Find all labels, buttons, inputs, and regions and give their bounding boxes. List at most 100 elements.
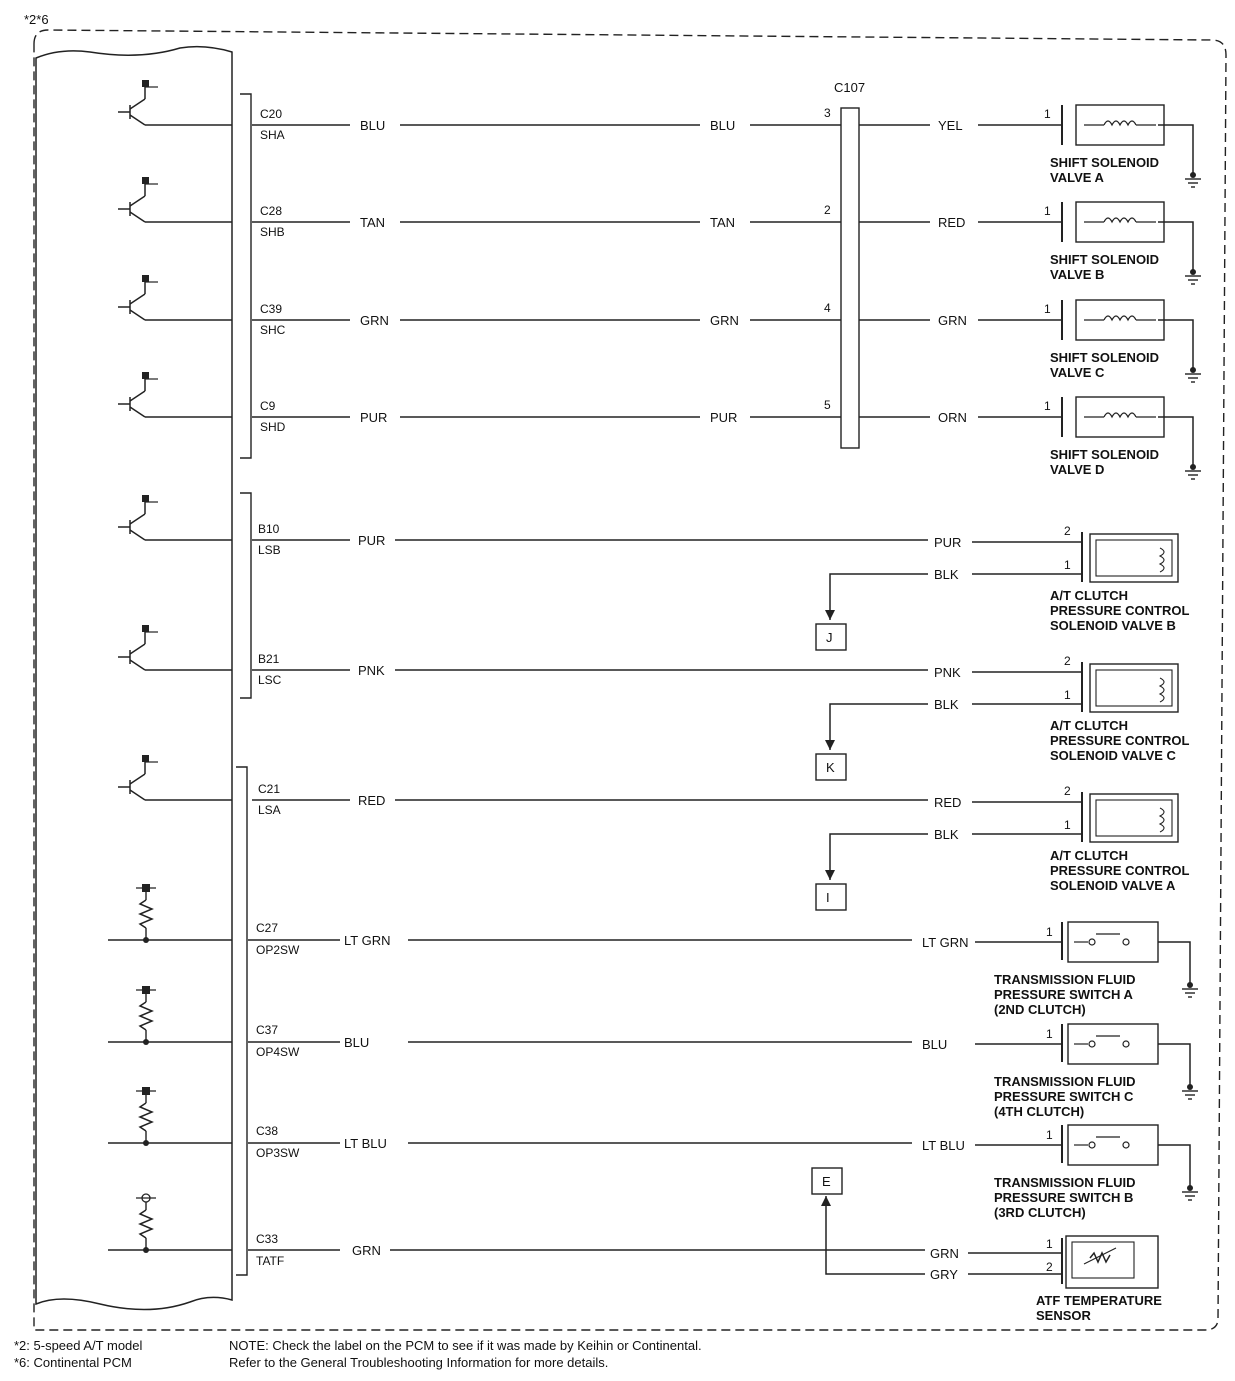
component-pin-label: 1 [1046,1128,1053,1142]
driver-transistor-4 [129,513,146,525]
wire-color-label: GRY [930,1267,958,1282]
component-pin-label: 1 [1064,558,1071,572]
pressure-control-solenoid [1089,793,1179,843]
driver-transistor-3 [129,406,146,418]
thermistor-arrow [1083,1247,1117,1265]
pin-label: C28 [260,204,282,218]
driver-transistor-0 [129,98,146,110]
component-name: (4TH CLUTCH) [994,1104,1084,1119]
driver-transistor-5 [129,643,146,655]
wire-color-label: PNK [934,665,961,680]
shift-solenoid-winding [1103,217,1137,224]
component-name: TRANSMISSION FLUID [994,972,1136,987]
component-name: SOLENOID VALVE C [1050,748,1177,763]
wire-color-label: LT BLU [922,1138,965,1153]
ground-wire [1158,1043,1191,1087]
c107-pin-label: 3 [824,106,831,120]
ground-symbol-dot [1187,1084,1193,1090]
switch-contact [1088,938,1096,946]
component-name: A/T CLUTCH [1050,718,1128,733]
driver-transistor-4 [129,529,146,541]
pressure-control-solenoid-inner [1095,539,1173,577]
driver-transistor-6 [129,773,146,785]
component-pin-label: 1 [1046,1237,1053,1251]
signal-label: LSC [258,673,282,687]
ground-wire [1158,319,1194,370]
component-name: TRANSMISSION FLUID [994,1074,1136,1089]
signal-label: TATF [256,1254,284,1268]
ground-reference-box-label: K [826,760,835,775]
component-pin-label: 1 [1044,204,1051,218]
component-name: SHIFT SOLENOID [1050,350,1159,365]
header-mark: *2*6 [24,12,49,27]
pressure-control-solenoid-winding [1158,807,1165,833]
component-name: PRESSURE CONTROL [1050,863,1189,878]
input-resistor-8 [138,1001,154,1031]
component-pin-label: 1 [1046,925,1053,939]
component-pin-label: 1 [1044,107,1051,121]
ground-symbol-dot [1187,1185,1193,1191]
wire-color-label: LT GRN [922,935,968,950]
component-pin-label: 2 [1064,784,1071,798]
component-pin-label: 2 [1064,524,1071,538]
switch-contact [1122,1141,1130,1149]
driver-transistor-2 [129,309,146,321]
supply-terminal-0 [142,80,149,87]
component-name: SHIFT SOLENOID [1050,447,1159,462]
component-name: VALVE B [1050,267,1104,282]
component-name: PRESSURE SWITCH C [994,1089,1134,1104]
wire-color-label: BLU [710,118,735,133]
pcm-connector-c-upper [240,93,252,459]
component-pin-label: 1 [1044,399,1051,413]
wire-color-label: TAN [710,215,735,230]
supply-terminal-4 [142,495,149,502]
shift-solenoid-winding [1103,120,1137,127]
ground-reference-box [811,1167,843,1195]
ground-reference-box [815,883,847,911]
component-name: PRESSURE SWITCH A [994,987,1134,1002]
input-resistor-10 [138,1209,154,1239]
wire-color-label: GRN [352,1243,381,1258]
ground-wire [1158,416,1194,467]
c107-pin-label: 4 [824,301,831,315]
driver-transistor-3 [129,390,146,402]
pin-label: C9 [260,399,276,413]
ground-symbol-dot [1190,367,1196,373]
driver-transistor-0 [129,114,146,126]
wire-color-label: PUR [710,410,737,425]
pressure-control-solenoid [1089,533,1179,583]
component-name: PRESSURE CONTROL [1050,733,1189,748]
wire-color-label: RED [358,793,385,808]
note-line-1: NOTE: Check the label on the PCM to see … [229,1338,702,1353]
switch-contact [1122,938,1130,946]
pin-label: C37 [256,1023,278,1037]
driver-transistor-5 [129,659,146,671]
supply-terminal-6 [142,755,149,762]
return-arrow [825,740,835,750]
footnote-6: *6: Continental PCM [14,1355,132,1370]
ground-reference-box-label: J [826,630,833,645]
ground-symbol-dot [1190,464,1196,470]
component-name: TRANSMISSION FLUID [994,1175,1136,1190]
wire-color-label: RED [938,215,965,230]
ground-wire [1158,124,1194,175]
signal-label: LSA [258,803,281,817]
wire-color-label: BLU [922,1037,947,1052]
return-wire [829,573,928,620]
component-name: SOLENOID VALVE B [1050,618,1176,633]
wire-color-label: LT BLU [344,1136,387,1151]
ground-symbol-dot [1187,982,1193,988]
sensor-inner [1071,1241,1135,1279]
pressure-control-solenoid-winding [1158,547,1165,573]
component-name: A/T CLUTCH [1050,848,1128,863]
signal-label: SHB [260,225,285,239]
ground-reference-box [815,623,847,651]
wire-color-label: RED [934,795,961,810]
pin-label: C27 [256,921,278,935]
component-pin-label: 1 [1064,818,1071,832]
ground-wire [1158,221,1194,272]
boundary-dashed-outline [33,29,1227,1331]
pin-label: C21 [258,782,280,796]
